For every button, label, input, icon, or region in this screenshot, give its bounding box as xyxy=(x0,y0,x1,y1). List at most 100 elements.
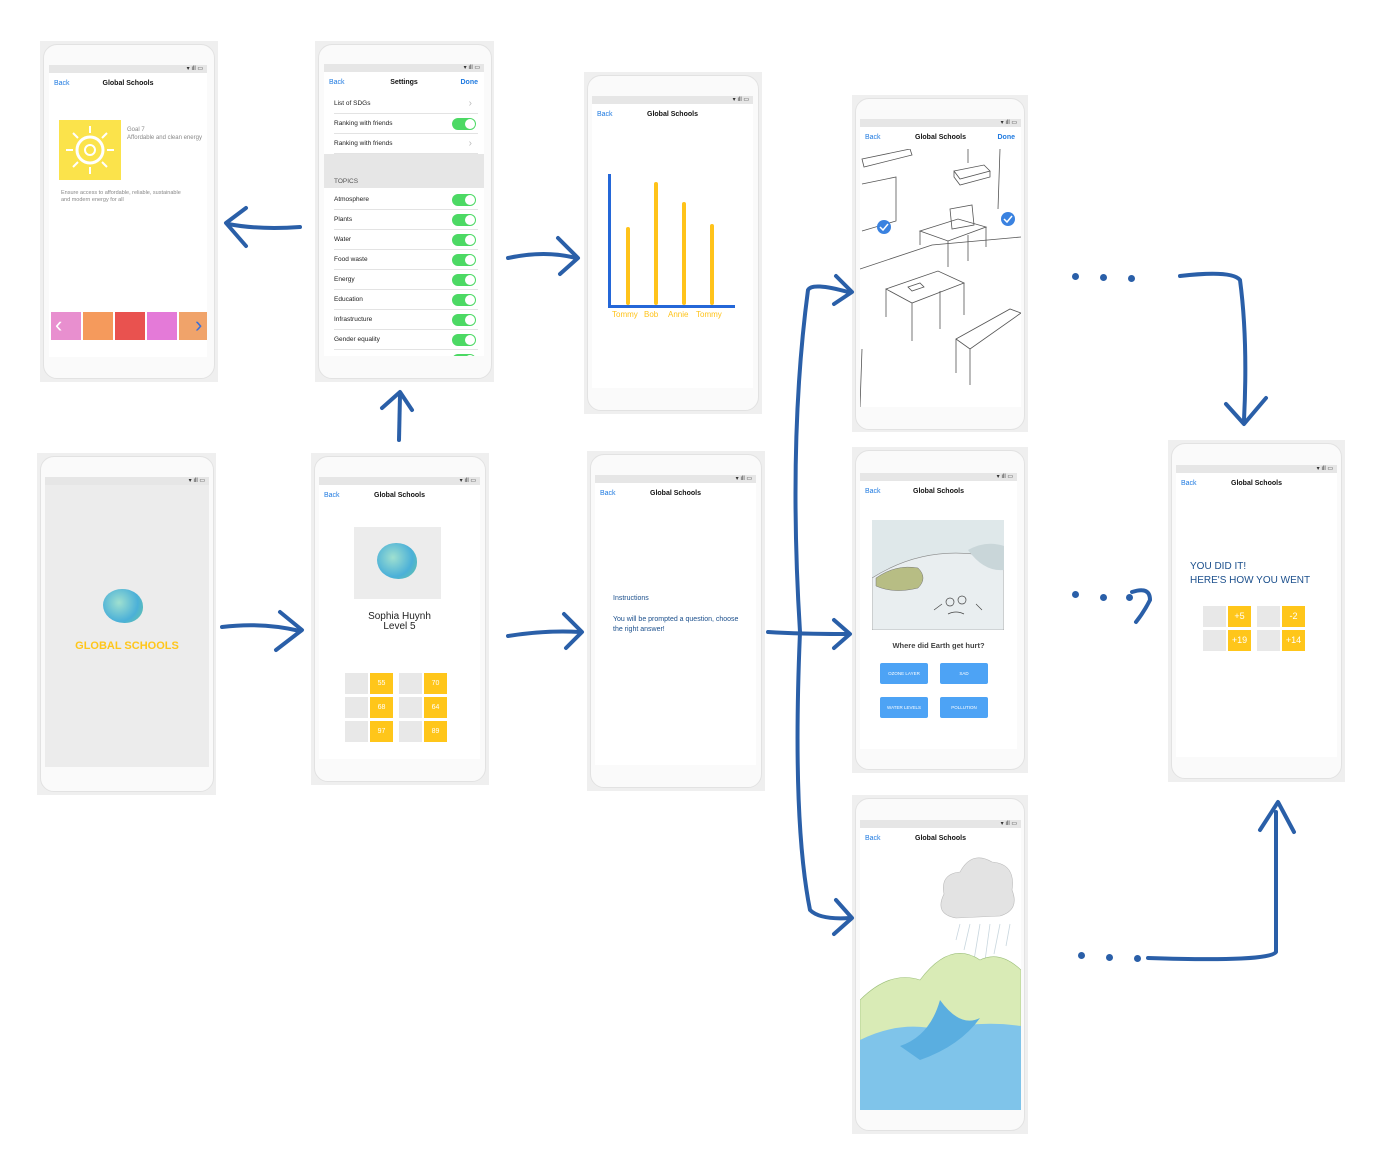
classroom-sketch[interactable] xyxy=(860,149,1021,407)
score-tile: -2 xyxy=(1282,606,1305,627)
topic-toggle[interactable] xyxy=(452,294,476,306)
y-axis xyxy=(608,174,611,308)
clouds-icon xyxy=(345,673,368,694)
carousel-prev-button[interactable]: ‹ xyxy=(55,312,63,337)
topic-toggle[interactable] xyxy=(452,354,476,356)
ellipsis-dot xyxy=(1078,952,1085,959)
sdg-tile-5[interactable] xyxy=(179,312,207,340)
sun-icon xyxy=(1257,630,1280,651)
back-button[interactable]: Back xyxy=(597,111,613,118)
screen-splash: ▾ ıll ▭ GLOBAL SCHOOLS xyxy=(45,477,209,767)
topic-toggle[interactable] xyxy=(452,254,476,266)
settings-row-topic[interactable]: Food waste xyxy=(334,250,478,270)
score-tile: +19 xyxy=(1228,630,1251,651)
carousel-next-button[interactable]: › xyxy=(195,312,203,337)
status-bar: ▾ ıll ▭ xyxy=(49,65,207,73)
sdg-tile-4[interactable] xyxy=(147,312,177,340)
settings-row-label: List of SDGs xyxy=(334,100,371,107)
topic-label: Food waste xyxy=(334,256,368,263)
settings-row-topic[interactable]: Gender equality xyxy=(334,330,478,350)
back-button[interactable]: Back xyxy=(865,488,881,495)
screen-landscape: ▾ ıll ▭ Back Global Schools xyxy=(860,820,1021,1110)
score-grid: 55 70 68 64 97 89 xyxy=(345,673,455,745)
back-button[interactable]: Back xyxy=(865,835,881,842)
nav-title: Global Schools xyxy=(1231,480,1282,487)
screen-profile: ▾ ıll ▭ Back Global Schools Sophia Huynh… xyxy=(319,477,480,759)
phone-instructions: ▾ ıll ▭ Back Global Schools Instructions… xyxy=(590,454,762,788)
done-button[interactable]: Done xyxy=(997,134,1016,141)
screen-instructions: ▾ ıll ▭ Back Global Schools Instructions… xyxy=(595,475,756,765)
back-button[interactable]: Back xyxy=(54,80,70,87)
waves-icon xyxy=(1257,606,1280,627)
chart-bar xyxy=(682,201,686,305)
topic-toggle[interactable] xyxy=(452,214,476,226)
chart-x-label: Tommy xyxy=(696,310,722,319)
answer-ozone-layer-button[interactable]: OZONE LAYER xyxy=(880,663,928,684)
sdg-carousel[interactable]: ‹ › xyxy=(51,312,207,340)
result-line-1: YOU DID IT! xyxy=(1190,561,1247,572)
topic-toggle[interactable] xyxy=(452,234,476,246)
topic-toggle[interactable] xyxy=(452,274,476,286)
back-button[interactable]: Back xyxy=(329,79,345,86)
status-bar: ▾ ıll ▭ xyxy=(860,820,1021,828)
profile-level: Level 5 xyxy=(383,621,416,632)
status-bar: ▾ ıll ▭ xyxy=(1176,465,1337,473)
chart-x-label: Bob xyxy=(644,310,659,319)
chart-bar xyxy=(626,227,630,305)
score-tile: 89 xyxy=(424,721,447,742)
status-bar: ▾ ıll ▭ xyxy=(595,475,756,483)
settings-row-list-of-sdgs[interactable]: List of SDGs › xyxy=(334,94,478,114)
sdg-tile-3[interactable] xyxy=(115,312,145,340)
settings-row-topic[interactable]: Land xyxy=(334,350,478,356)
back-button[interactable]: Back xyxy=(600,490,616,497)
phone-result: ▾ ıll ▭ Back Global Schools YOU DID IT! … xyxy=(1171,443,1342,779)
settings-row-topic[interactable]: Infrastructure xyxy=(334,310,478,330)
settings-row-ranking-link[interactable]: Ranking with friends › xyxy=(334,134,478,154)
back-button[interactable]: Back xyxy=(1181,480,1197,487)
back-button[interactable]: Back xyxy=(865,134,881,141)
ellipsis-dot xyxy=(1072,273,1079,280)
answer-sad-button[interactable]: SAD xyxy=(940,663,988,684)
screen-sdg-detail: ▾ ıll ▭ Back Global Schools Goal 7 xyxy=(49,65,207,357)
answer-water-levels-button[interactable]: WATER LEVELS xyxy=(880,697,928,718)
topic-toggle[interactable] xyxy=(452,194,476,206)
sdg-tile-2[interactable] xyxy=(83,312,113,340)
frame-instructions: ▾ ıll ▭ Back Global Schools Instructions… xyxy=(587,451,765,791)
topic-toggle[interactable] xyxy=(452,314,476,326)
settings-row-topic[interactable]: Education xyxy=(334,290,478,310)
goal-number: Goal 7 xyxy=(127,127,145,133)
settings-row-topic[interactable]: Energy xyxy=(334,270,478,290)
chevron-right-icon: › xyxy=(468,98,472,109)
status-bar: ▾ ıll ▭ xyxy=(324,64,484,72)
score-tile: 97 xyxy=(370,721,393,742)
score-tile: 70 xyxy=(424,673,447,694)
topics-header-label: TOPICS xyxy=(334,178,359,185)
instructions-body: You will be prompted a question, choose … xyxy=(613,616,739,633)
nav-title: Global Schools xyxy=(102,80,154,87)
chevron-right-icon: › xyxy=(468,138,472,149)
score-tile: +5 xyxy=(1228,606,1251,627)
answer-pollution-button[interactable]: POLLUTION xyxy=(940,697,988,718)
back-button[interactable]: Back xyxy=(324,492,340,499)
status-bar: ▾ ıll ▭ xyxy=(319,477,480,485)
phone-profile: ▾ ıll ▭ Back Global Schools Sophia Huynh… xyxy=(314,456,486,782)
quiz-question: Where did Earth get hurt? xyxy=(892,641,985,650)
settings-row-ranking-toggle[interactable]: Ranking with friends xyxy=(334,114,478,134)
chart-bar xyxy=(654,182,658,305)
settings-row-topic[interactable]: Atmosphere xyxy=(334,190,478,210)
settings-row-topic[interactable]: Plants xyxy=(334,210,478,230)
done-button[interactable]: Done xyxy=(460,79,479,86)
topic-toggle[interactable] xyxy=(452,334,476,346)
screen-result: ▾ ıll ▭ Back Global Schools YOU DID IT! … xyxy=(1176,465,1337,757)
settings-row-topic[interactable]: Water xyxy=(334,230,478,250)
ellipsis-dot xyxy=(1072,591,1079,598)
topic-label: Infrastructure xyxy=(334,316,373,323)
ranking-toggle[interactable] xyxy=(452,118,476,130)
sdg-tile-1[interactable] xyxy=(51,312,81,340)
sun-icon xyxy=(399,721,422,742)
phone-classroom: ▾ ıll ▭ Back Global Schools Done xyxy=(855,98,1025,430)
ellipsis-dot xyxy=(1100,274,1107,281)
rain-landscape-illustration[interactable] xyxy=(860,850,1021,1110)
